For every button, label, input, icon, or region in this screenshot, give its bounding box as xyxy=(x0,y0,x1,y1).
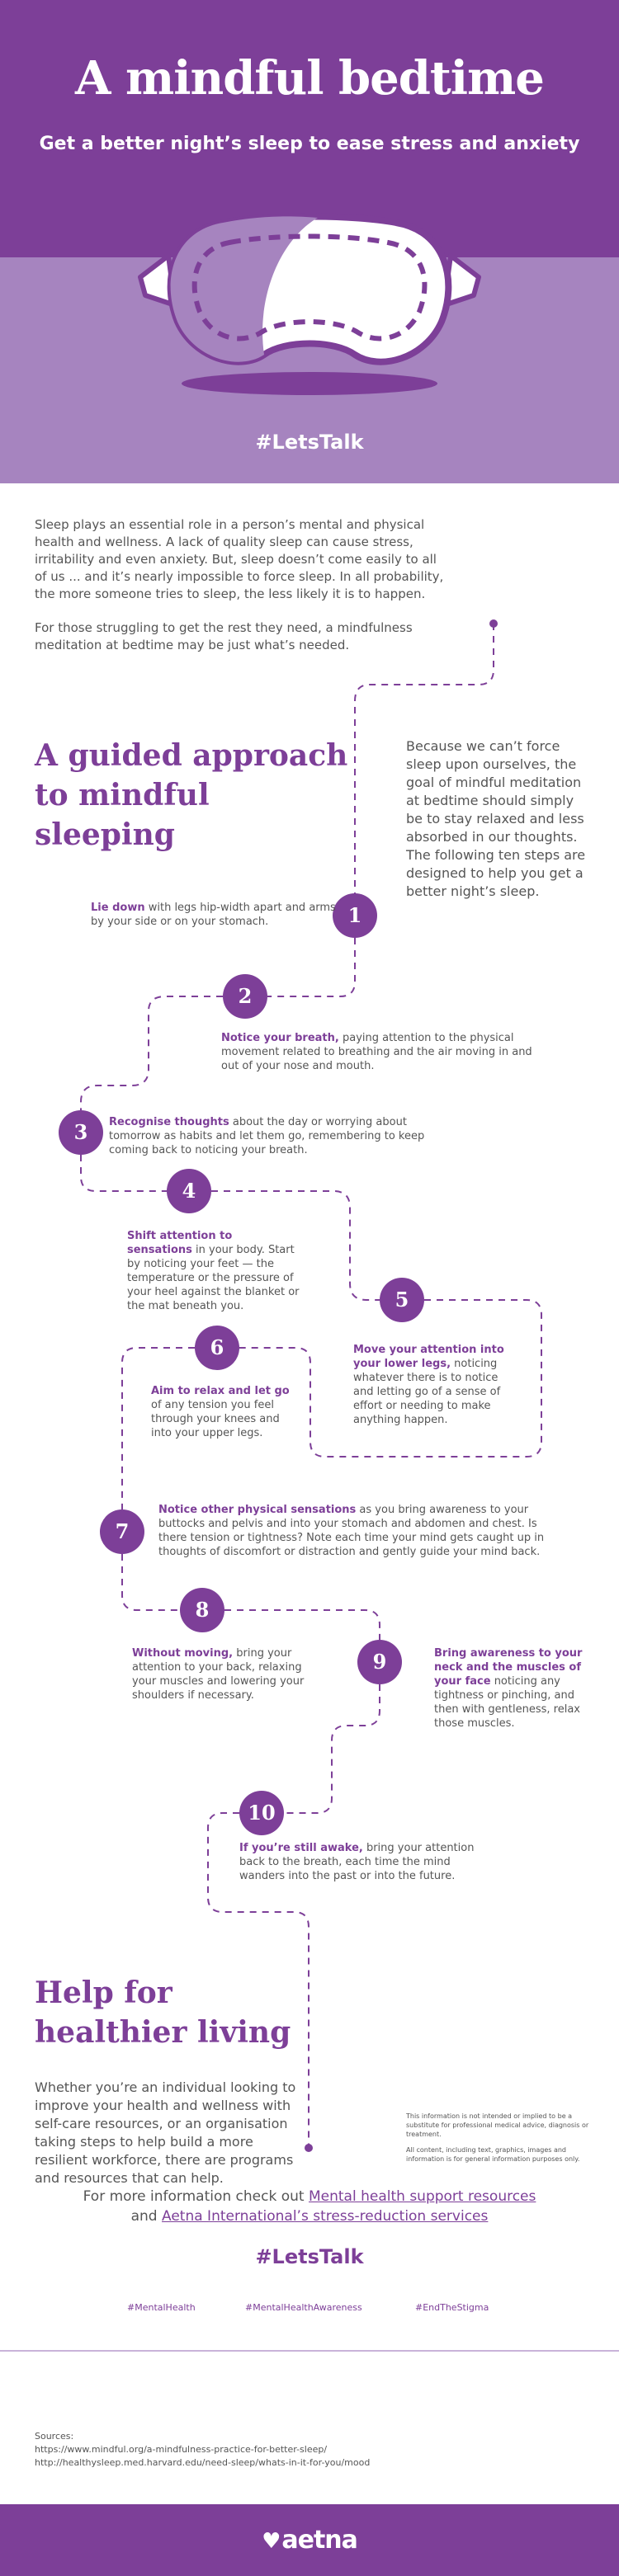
hashtag-mental-health-awareness[interactable]: #MentalHealthAwareness xyxy=(245,2302,362,2313)
heart-icon: ♥ xyxy=(262,2529,281,2554)
step-number-9: 9 xyxy=(357,1640,402,1684)
step-4: Shift attention to sensations in your bo… xyxy=(127,1229,300,1313)
step-1-text: with legs hip-width apart and arms by yo… xyxy=(91,902,336,928)
footer-bar xyxy=(0,2504,619,2576)
help-text: Whether you’re an individual looking to … xyxy=(35,2079,296,2186)
step-9: Bring awareness to your neck and the mus… xyxy=(434,1646,591,1731)
step-2-text: paying attention to the physical movemen… xyxy=(221,1032,532,1072)
step-number-5: 5 xyxy=(380,1278,424,1322)
help-heading: Help for healthier living xyxy=(35,1976,291,2050)
step-3-text: about the day or worrying about tomorrow… xyxy=(109,1116,425,1156)
hashtag-letstalk: #LetsTalk xyxy=(255,2245,364,2268)
step-number-7: 7 xyxy=(100,1509,144,1554)
step-2-lead: Notice your breath, xyxy=(221,1032,339,1044)
guide-heading: A guided approach to mindful sleeping xyxy=(35,738,348,852)
hashtag-row: #MentalHealth #MentalHealthAwareness #En… xyxy=(0,2302,619,2319)
page-subtitle: Get a better night’s sleep to ease stres… xyxy=(39,134,580,154)
step-number-8: 8 xyxy=(180,1588,224,1632)
step-2: Notice your breath, paying attention to … xyxy=(221,1031,551,1073)
step-number-1: 1 xyxy=(333,893,377,938)
page-title: A mindful bedtime xyxy=(75,51,545,106)
guide-aside: Because we can’t force sleep upon oursel… xyxy=(406,738,586,899)
step-5-text: noticing whatever there is to notice and… xyxy=(353,1358,501,1426)
intro-paragraph-1: Sleep plays an essential role in a perso… xyxy=(35,517,444,601)
more-info-prefix: For more information check out xyxy=(83,2188,309,2205)
sources: Sources: https://www.mindful.org/a-mindf… xyxy=(35,2430,596,2470)
step-number-2: 2 xyxy=(223,974,267,1019)
step-6-lead: Aim to relax and let go xyxy=(151,1385,290,1397)
hashtag-end-the-stigma[interactable]: #EndTheStigma xyxy=(415,2302,489,2313)
mental-health-resources-link[interactable]: Mental health support resources xyxy=(308,2188,536,2205)
step-3: Recognise thoughts about the day or worr… xyxy=(109,1115,431,1157)
divider xyxy=(0,2350,619,2352)
stress-reduction-services-link[interactable]: Aetna International’s stress-reduction s… xyxy=(162,2208,489,2225)
logo-text: aetna xyxy=(281,2526,358,2555)
more-info-joiner: and xyxy=(130,2208,162,2225)
step-8-lead: Without moving, xyxy=(132,1647,234,1660)
aetna-logo: ♥aetna xyxy=(0,2526,619,2555)
step-7-text: as you bring awareness to your buttocks … xyxy=(158,1504,545,1558)
hashtag-mental-health[interactable]: #MentalHealth xyxy=(127,2302,196,2313)
step-7-lead: Notice other physical sensations xyxy=(158,1504,357,1516)
step-8: Without moving, bring your attention to … xyxy=(132,1646,305,1702)
step-10-text: bring your attention back to the breath,… xyxy=(239,1842,475,1882)
step-5-lead: Move your attention into your lower legs… xyxy=(353,1344,504,1370)
hashtag-letstalk-top: #LetsTalk xyxy=(255,431,364,454)
disclaimer-1: This information is not intended or impl… xyxy=(406,2112,589,2138)
sleep-mask-icon xyxy=(138,213,481,395)
step-number-6: 6 xyxy=(195,1326,239,1370)
step-1: Lie down with legs hip-width apart and a… xyxy=(91,901,338,929)
step-number-3: 3 xyxy=(59,1110,103,1155)
step-5: Move your attention into your lower legs… xyxy=(353,1343,518,1427)
disclaimer: This information is not intended or impl… xyxy=(406,2112,596,2170)
intro-text: Sleep plays an essential role in a perso… xyxy=(35,516,447,671)
more-info: For more information check out Mental he… xyxy=(0,2187,619,2226)
step-6-text: of any tension you feel through your kne… xyxy=(151,1399,280,1439)
step-number-4: 4 xyxy=(167,1169,211,1213)
intro-paragraph-2: For those struggling to get the rest the… xyxy=(35,620,413,652)
disclaimer-2: All content, including text, graphics, i… xyxy=(406,2146,580,2163)
step-9-lead: Bring awareness to your neck and the mus… xyxy=(434,1647,583,1688)
source-link-1[interactable]: https://www.mindful.org/a-mindfulness-pr… xyxy=(35,2444,328,2455)
step-number-10: 10 xyxy=(239,1791,284,1835)
sources-label: Sources: xyxy=(35,2431,74,2442)
step-9-text: noticing any tightness or pinching, and … xyxy=(434,1675,580,1730)
step-4-text: in your body. Start by noticing your fee… xyxy=(127,1244,300,1312)
step-10: If you’re still awake, bring your attent… xyxy=(239,1841,487,1883)
step-10-lead: If you’re still awake, xyxy=(239,1842,363,1854)
step-8-text: bring your attention to your back, relax… xyxy=(132,1647,305,1702)
step-1-lead: Lie down xyxy=(91,902,145,914)
step-7: Notice other physical sensations as you … xyxy=(158,1503,555,1559)
step-4-lead: Shift attention to sensations xyxy=(127,1230,233,1256)
source-link-2[interactable]: http://healthysleep.med.harvard.edu/need… xyxy=(35,2457,371,2468)
step-6: Aim to relax and let go of any tension y… xyxy=(151,1384,300,1440)
step-3-lead: Recognise thoughts xyxy=(109,1116,229,1128)
